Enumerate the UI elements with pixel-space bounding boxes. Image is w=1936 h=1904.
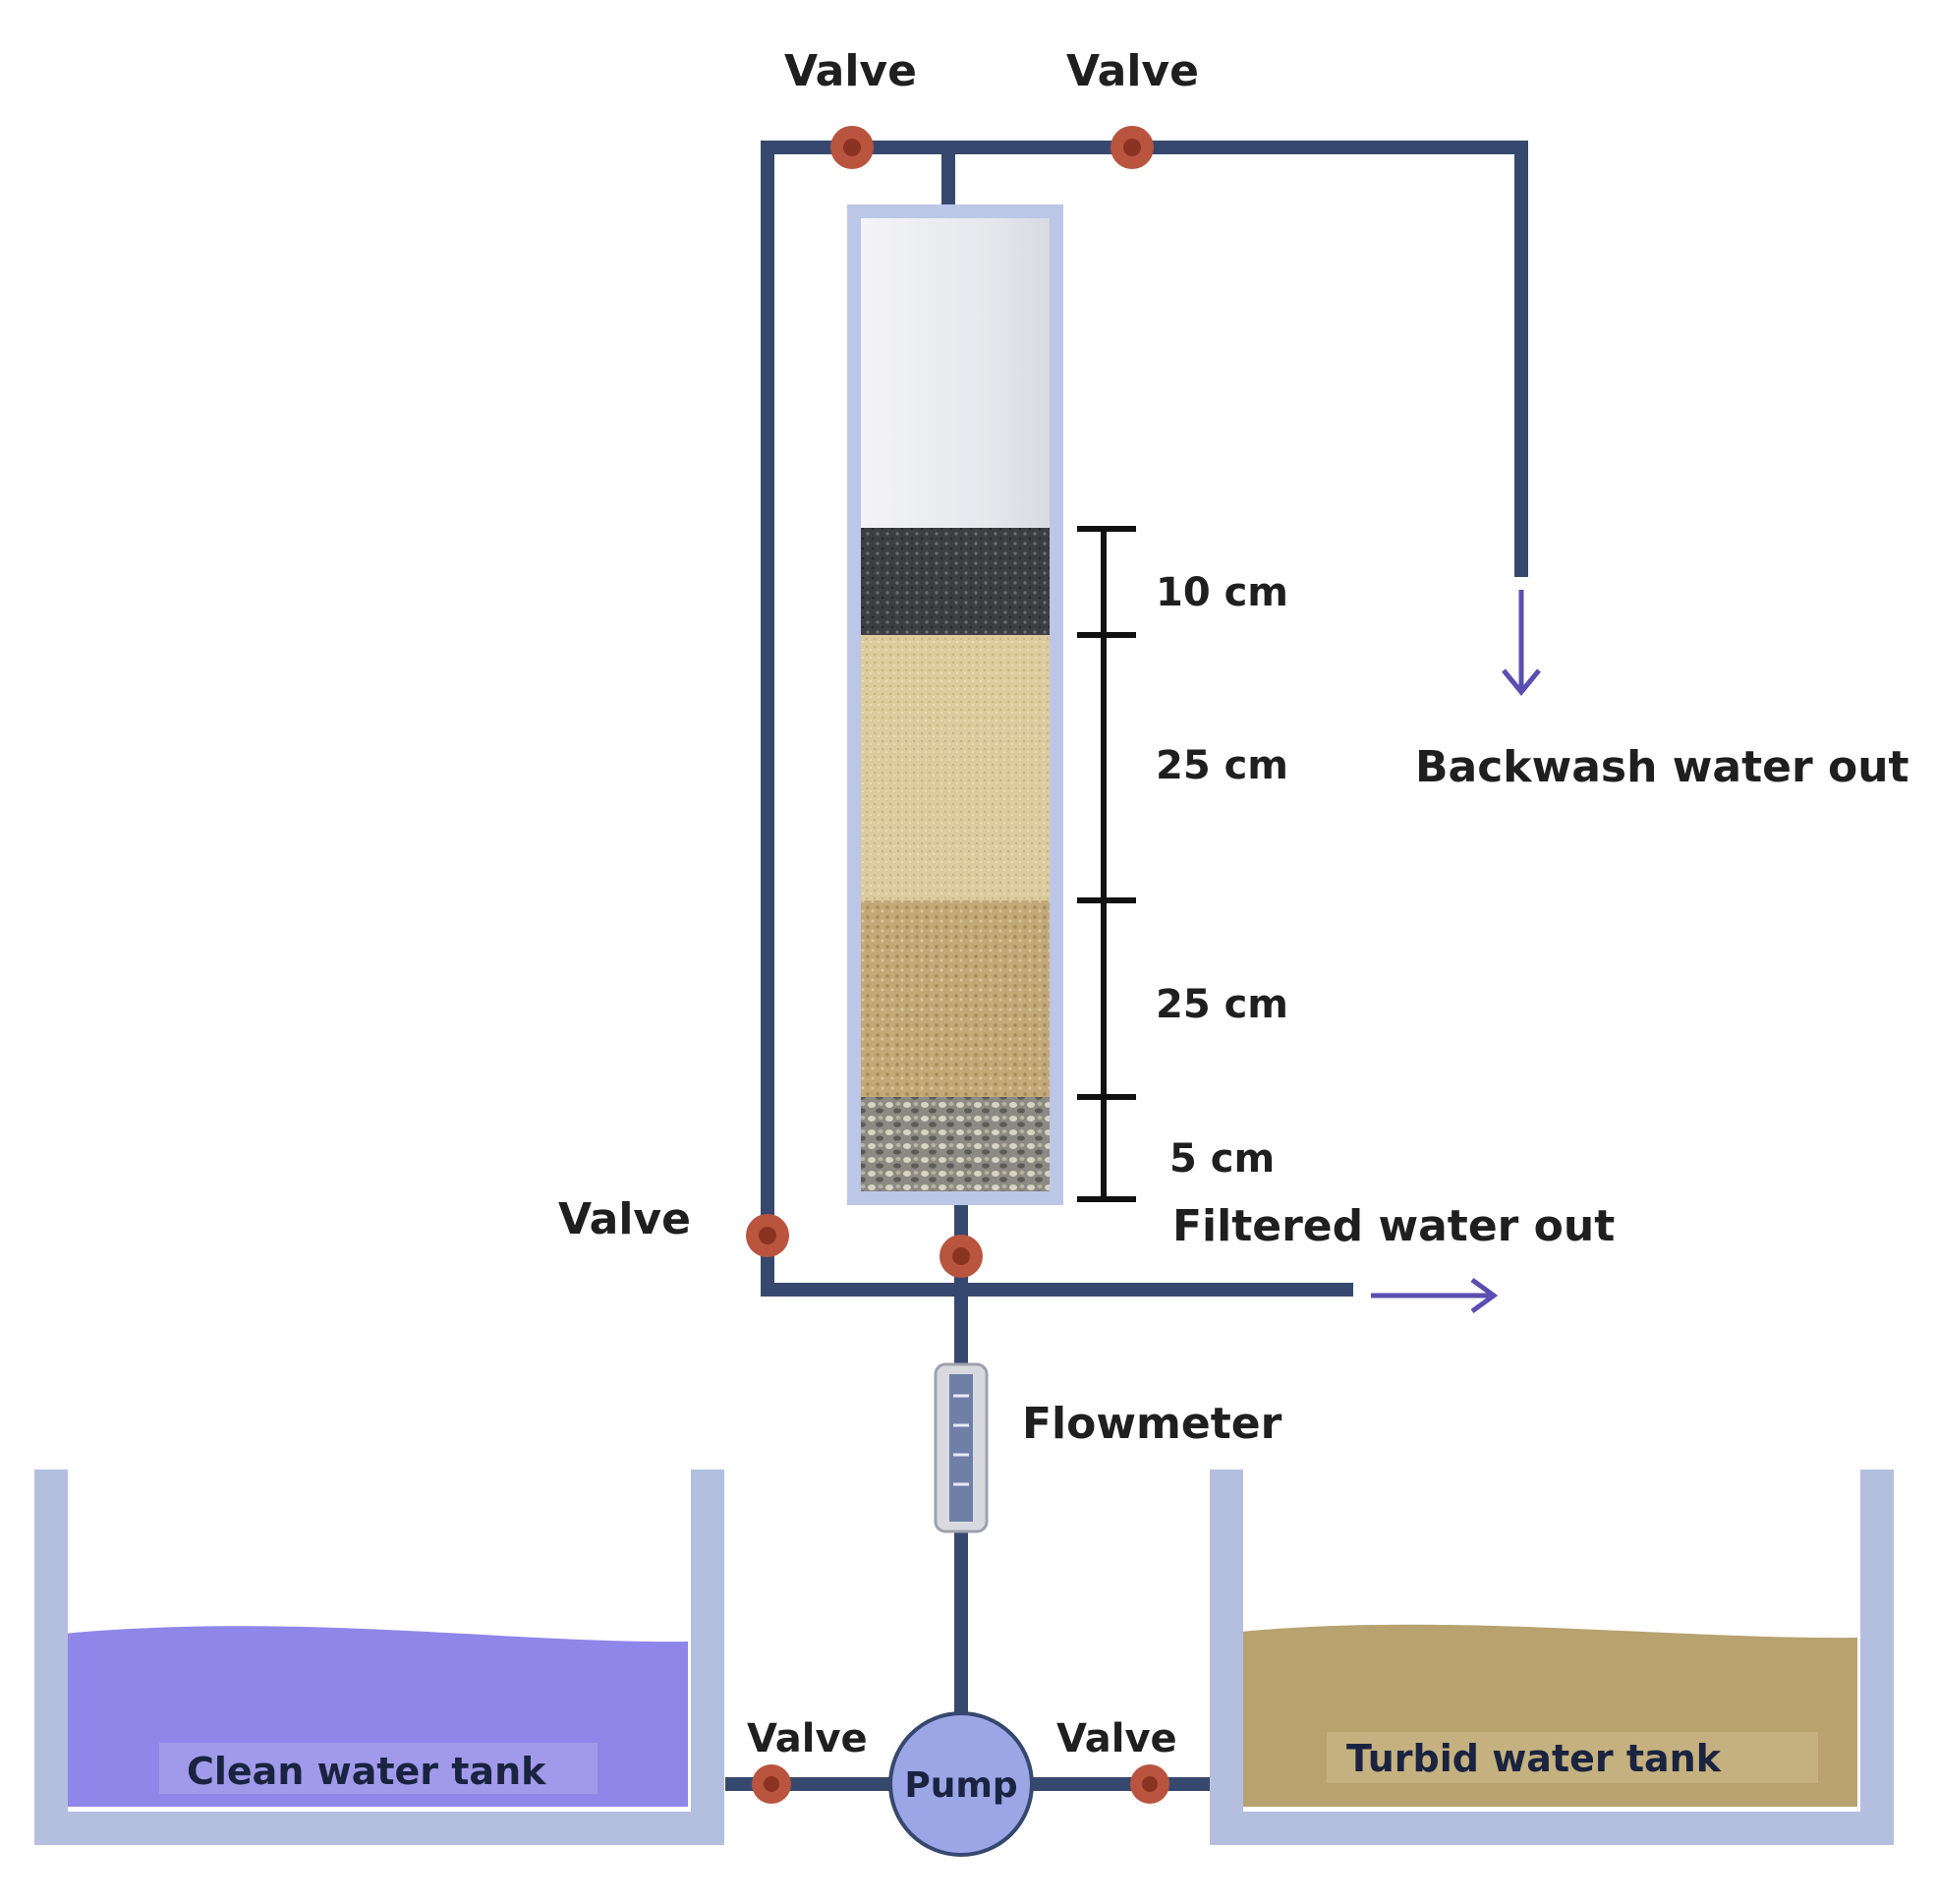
- flowmeter-label: Flowmeter: [1022, 1399, 1282, 1449]
- valve-label: Valve: [747, 1716, 868, 1761]
- clean-tank-label: Clean water tank: [187, 1750, 546, 1793]
- filter-column: [847, 204, 1063, 1205]
- pump-label: Pump: [904, 1765, 1017, 1806]
- layer-thickness-label: 25 cm: [1156, 982, 1288, 1027]
- layer-thickness-label: 10 cm: [1156, 570, 1288, 615]
- layer-thickness-label: 25 cm: [1156, 743, 1288, 788]
- turbid-water-tank: [1210, 1470, 1894, 1845]
- valve-label: Valve: [558, 1194, 691, 1244]
- scale-bar: [1077, 526, 1136, 1202]
- backwash-out-label: Backwash water out: [1415, 742, 1909, 792]
- filtered-arrow-icon: [1371, 1277, 1499, 1314]
- layer-fine-sand: [861, 635, 1050, 900]
- valve-label: Valve: [1066, 46, 1199, 96]
- layer-thickness-label: 5 cm: [1169, 1136, 1275, 1182]
- valve-label: Valve: [784, 46, 917, 96]
- column-empty-space: [861, 218, 1050, 528]
- clean-water-tank: [34, 1470, 724, 1845]
- layer-gravel: [861, 1097, 1050, 1191]
- pump: [888, 1711, 1034, 1857]
- layer-coarse-sand: [861, 900, 1050, 1097]
- flowmeter: [934, 1362, 989, 1533]
- valve-icon: [752, 1764, 791, 1804]
- valve-icon: [1130, 1764, 1169, 1804]
- valve-icon: [940, 1235, 983, 1278]
- backwash-arrow-icon: [1502, 590, 1541, 696]
- valve-icon: [1110, 126, 1154, 169]
- valve-icon: [830, 126, 874, 169]
- layer-anthracite: [861, 528, 1050, 635]
- valve-icon: [746, 1214, 789, 1257]
- valve-label: Valve: [1056, 1716, 1177, 1761]
- turbid-tank-label: Turbid water tank: [1346, 1737, 1722, 1780]
- filtered-out-label: Filtered water out: [1172, 1201, 1615, 1251]
